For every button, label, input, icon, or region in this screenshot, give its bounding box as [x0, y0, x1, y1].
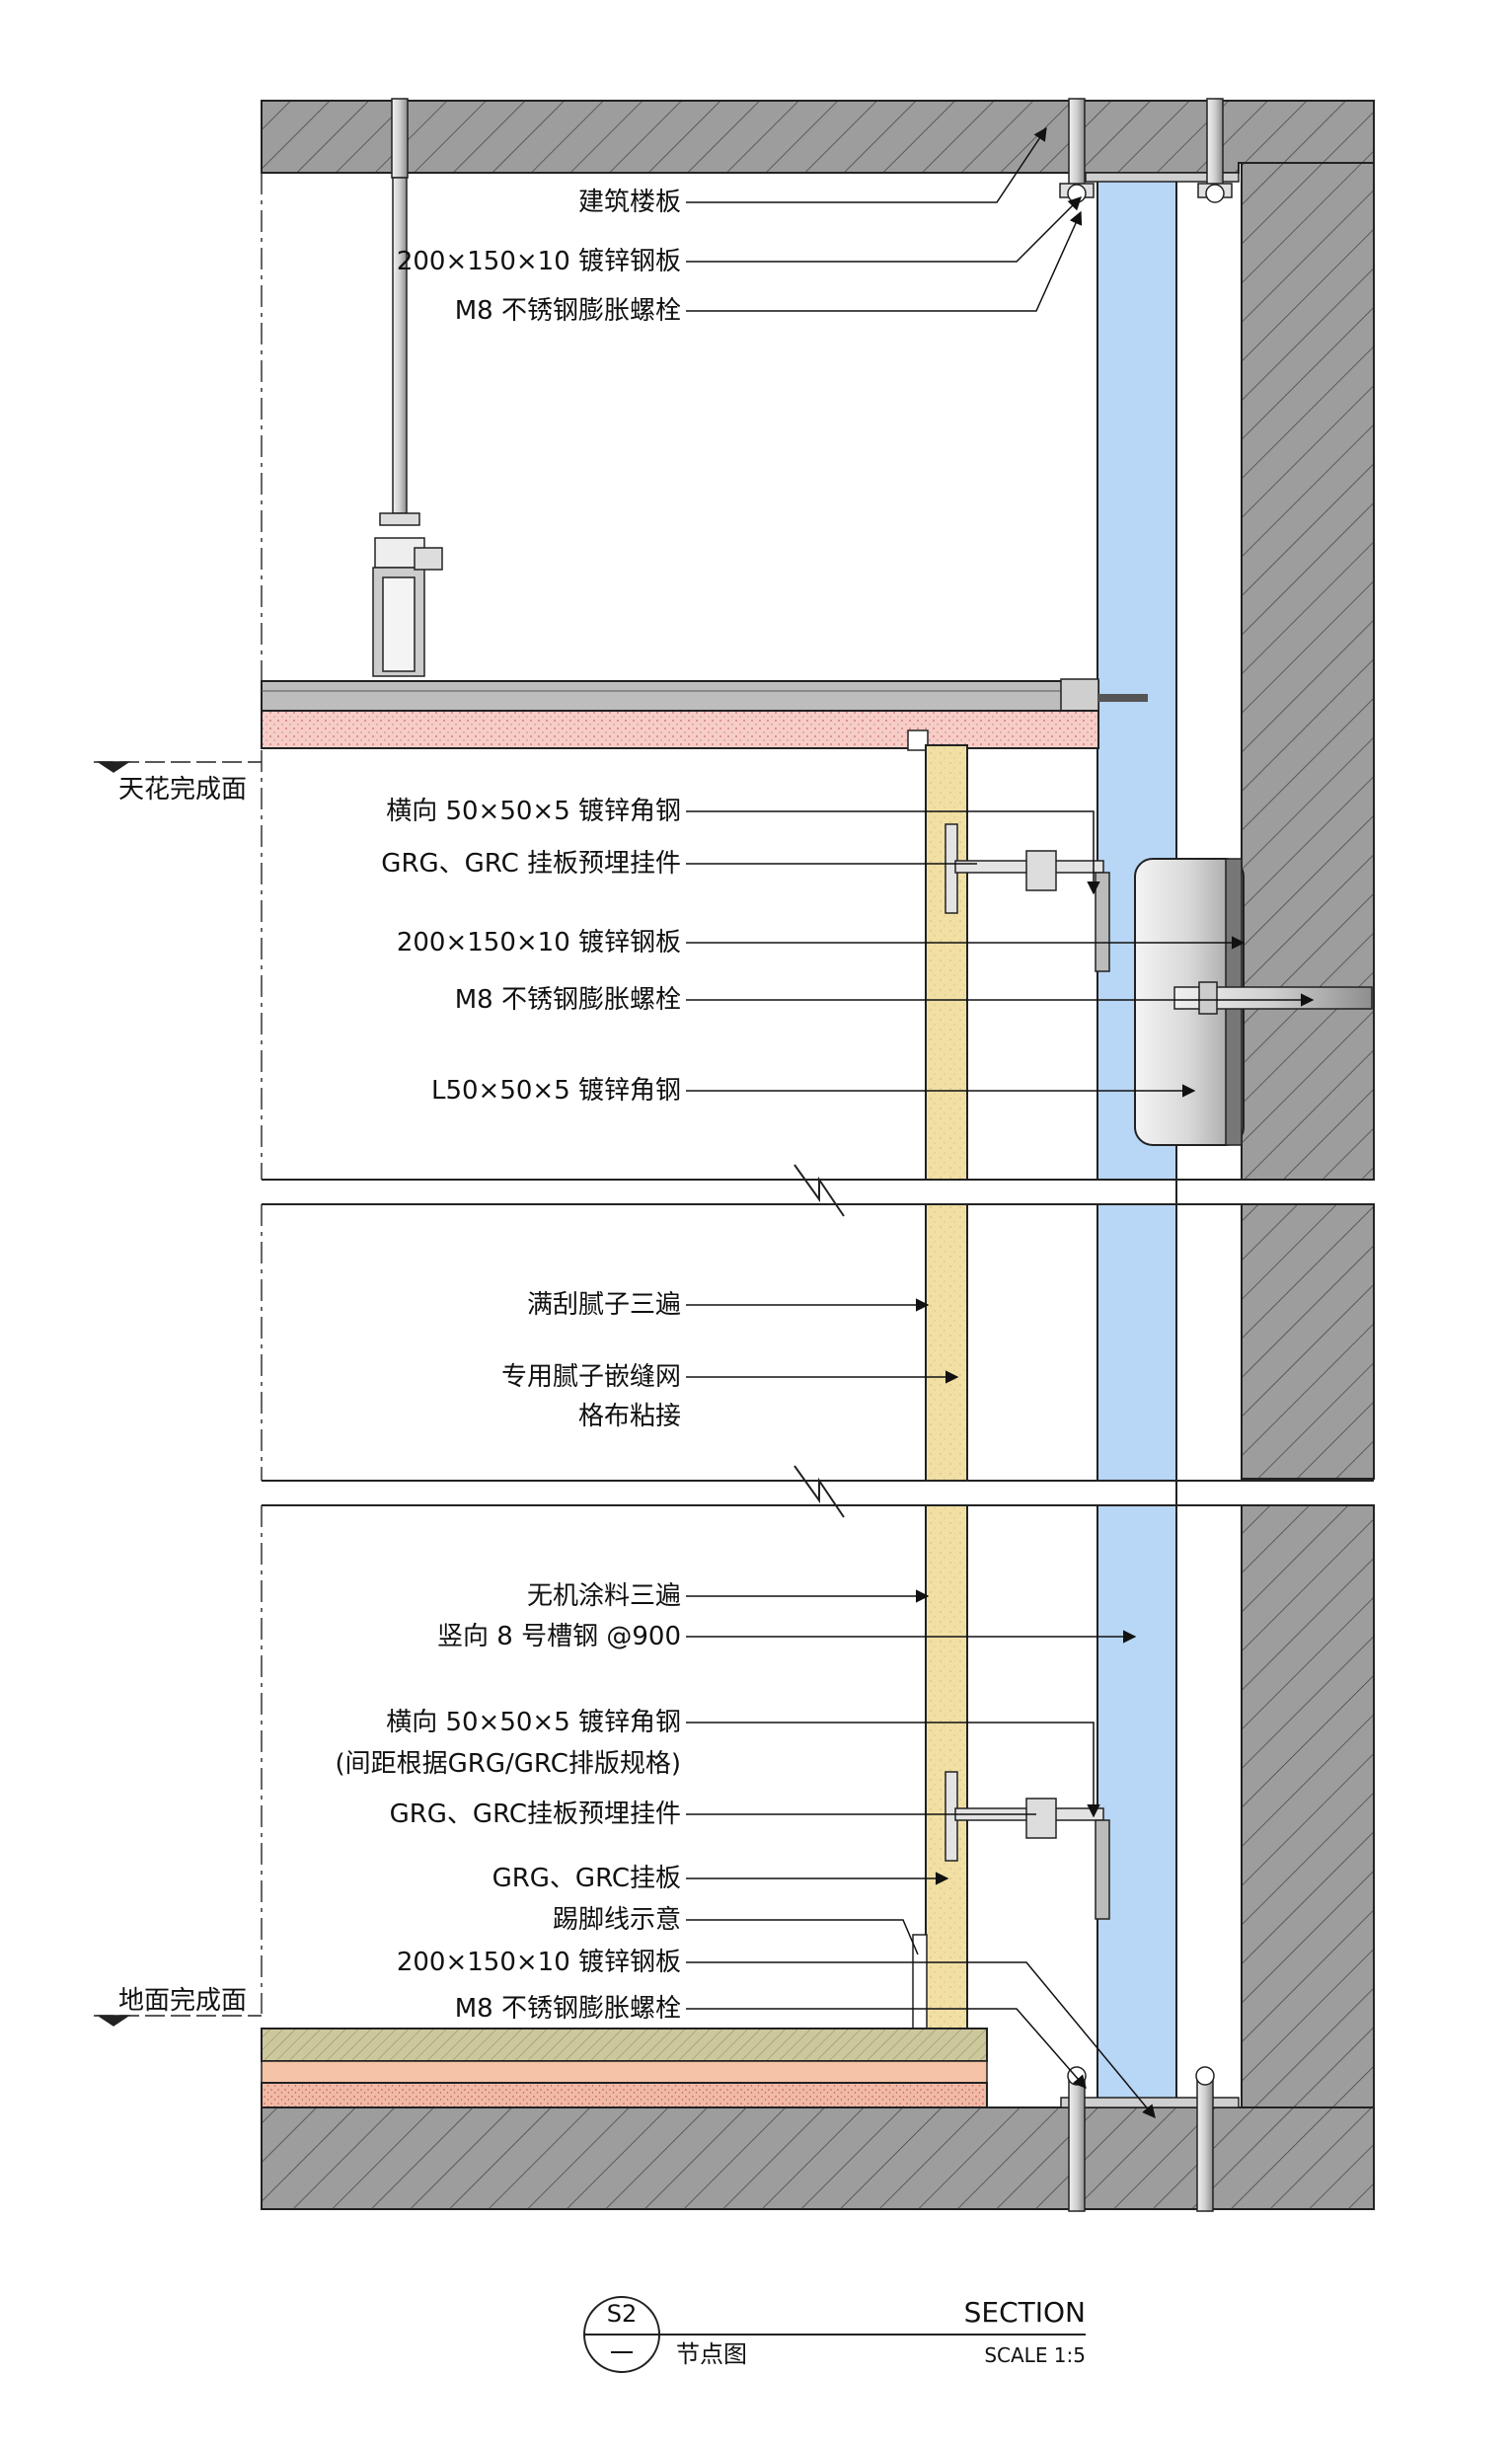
label-spacing-note: (间距根据GRG/GRC排版规格): [336, 1749, 681, 1779]
grg-panel: [925, 744, 968, 2030]
label-steel-plate-bot: 200×150×10 镀锌钢板: [397, 1948, 681, 1977]
label-mesh-line2: 格布粘接: [578, 1402, 681, 1431]
label-mesh-line1: 专用腻子嵌缝网: [501, 1362, 681, 1392]
level-markers: [94, 761, 262, 2027]
label-putty-3: 满刮腻子三遍: [527, 1290, 681, 1320]
sheet-number: 一: [610, 2339, 634, 2367]
level-labels: 天花完成面 地面完成面: [118, 775, 247, 2016]
label-grg-anchor-2: GRG、GRC挂板预埋挂件: [390, 1800, 681, 1829]
label-l-angle: L50×50×5 镀锌角钢: [431, 1076, 681, 1106]
label-bolt-top: M8 不锈钢膨胀螺栓: [455, 296, 681, 326]
label-channel: 竖向 8 号槽钢 @900: [437, 1622, 681, 1651]
label-skirting: 踢脚线示意: [553, 1905, 681, 1935]
wall-bracket: [1134, 858, 1373, 1146]
label-grg-panel: GRG、GRC挂板: [492, 1864, 681, 1893]
leader-lines: [686, 126, 1315, 2119]
upper-anchor-assembly: [945, 823, 1110, 972]
drawing-name: 节点图: [676, 2340, 747, 2368]
bottom-slab: [261, 2106, 1375, 2210]
top-steel-plate: [1085, 172, 1240, 183]
detail-number: S2: [607, 2300, 638, 2328]
label-jianzhu-louban: 建筑楼板: [578, 188, 681, 217]
label-grg-anchor-1: GRG、GRC 挂板预埋挂件: [381, 849, 681, 879]
lower-anchor-assembly: [945, 1771, 1110, 1920]
label-steel-plate-top: 200×150×10 镀锌钢板: [397, 247, 681, 276]
label-hx-angle-2: 横向 50×50×5 镀锌角钢: [386, 1708, 681, 1737]
structural-wall: [1241, 162, 1375, 2110]
label-steel-plate-mid: 200×150×10 镀锌钢板: [397, 928, 681, 957]
label-paint-3: 无机涂料三遍: [527, 1581, 681, 1611]
label-floor-level: 地面完成面: [118, 1986, 247, 2016]
label-hx-angle-1: 横向 50×50×5 镀锌角钢: [386, 797, 681, 826]
scale-text: SCALE 1:5: [984, 2343, 1086, 2367]
break-lines: [262, 1164, 1374, 1518]
bottom-anchor-bolts: [1067, 2066, 1215, 2212]
ceiling-insulation: [261, 710, 1099, 751]
label-bolt-bot: M8 不锈钢膨胀螺栓: [455, 1994, 681, 2024]
section-title: SECTION: [964, 2296, 1086, 2329]
ceiling-keel: [261, 678, 1148, 722]
label-bolt-mid: M8 不锈钢膨胀螺栓: [455, 985, 681, 1015]
annotation-labels: 建筑楼板 200×150×10 镀锌钢板 M8 不锈钢膨胀螺栓 横向 50×50…: [336, 188, 681, 2024]
label-ceiling-level: 天花完成面: [118, 775, 247, 804]
floor-buildup: [261, 2028, 988, 2108]
title-block: S2 一 节点图 SECTION SCALE 1:5: [583, 2296, 1086, 2373]
ceiling-hanger: [372, 98, 443, 677]
